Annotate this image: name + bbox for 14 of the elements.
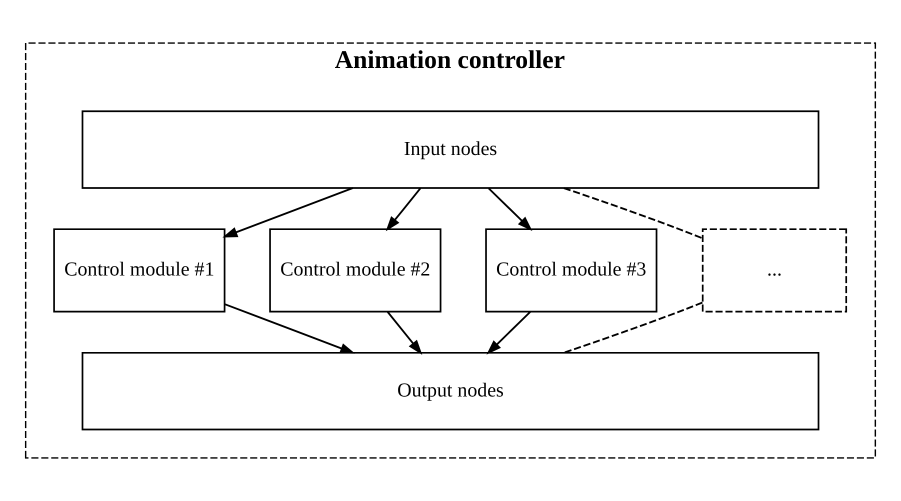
node-box: Control module #1 xyxy=(53,228,226,312)
node-box: Output nodes xyxy=(82,352,820,430)
connector xyxy=(564,302,703,354)
arrow xyxy=(486,311,532,355)
connector xyxy=(564,187,703,240)
arrow xyxy=(386,188,422,232)
arrow xyxy=(386,311,422,355)
node-box: Control module #2 xyxy=(269,228,442,312)
arrow xyxy=(222,187,354,238)
arrow xyxy=(224,303,356,354)
arrow xyxy=(488,188,532,231)
node-box: Control module #3 xyxy=(485,228,658,312)
node-box: ... xyxy=(702,228,848,312)
node-box: Input nodes xyxy=(82,110,820,189)
